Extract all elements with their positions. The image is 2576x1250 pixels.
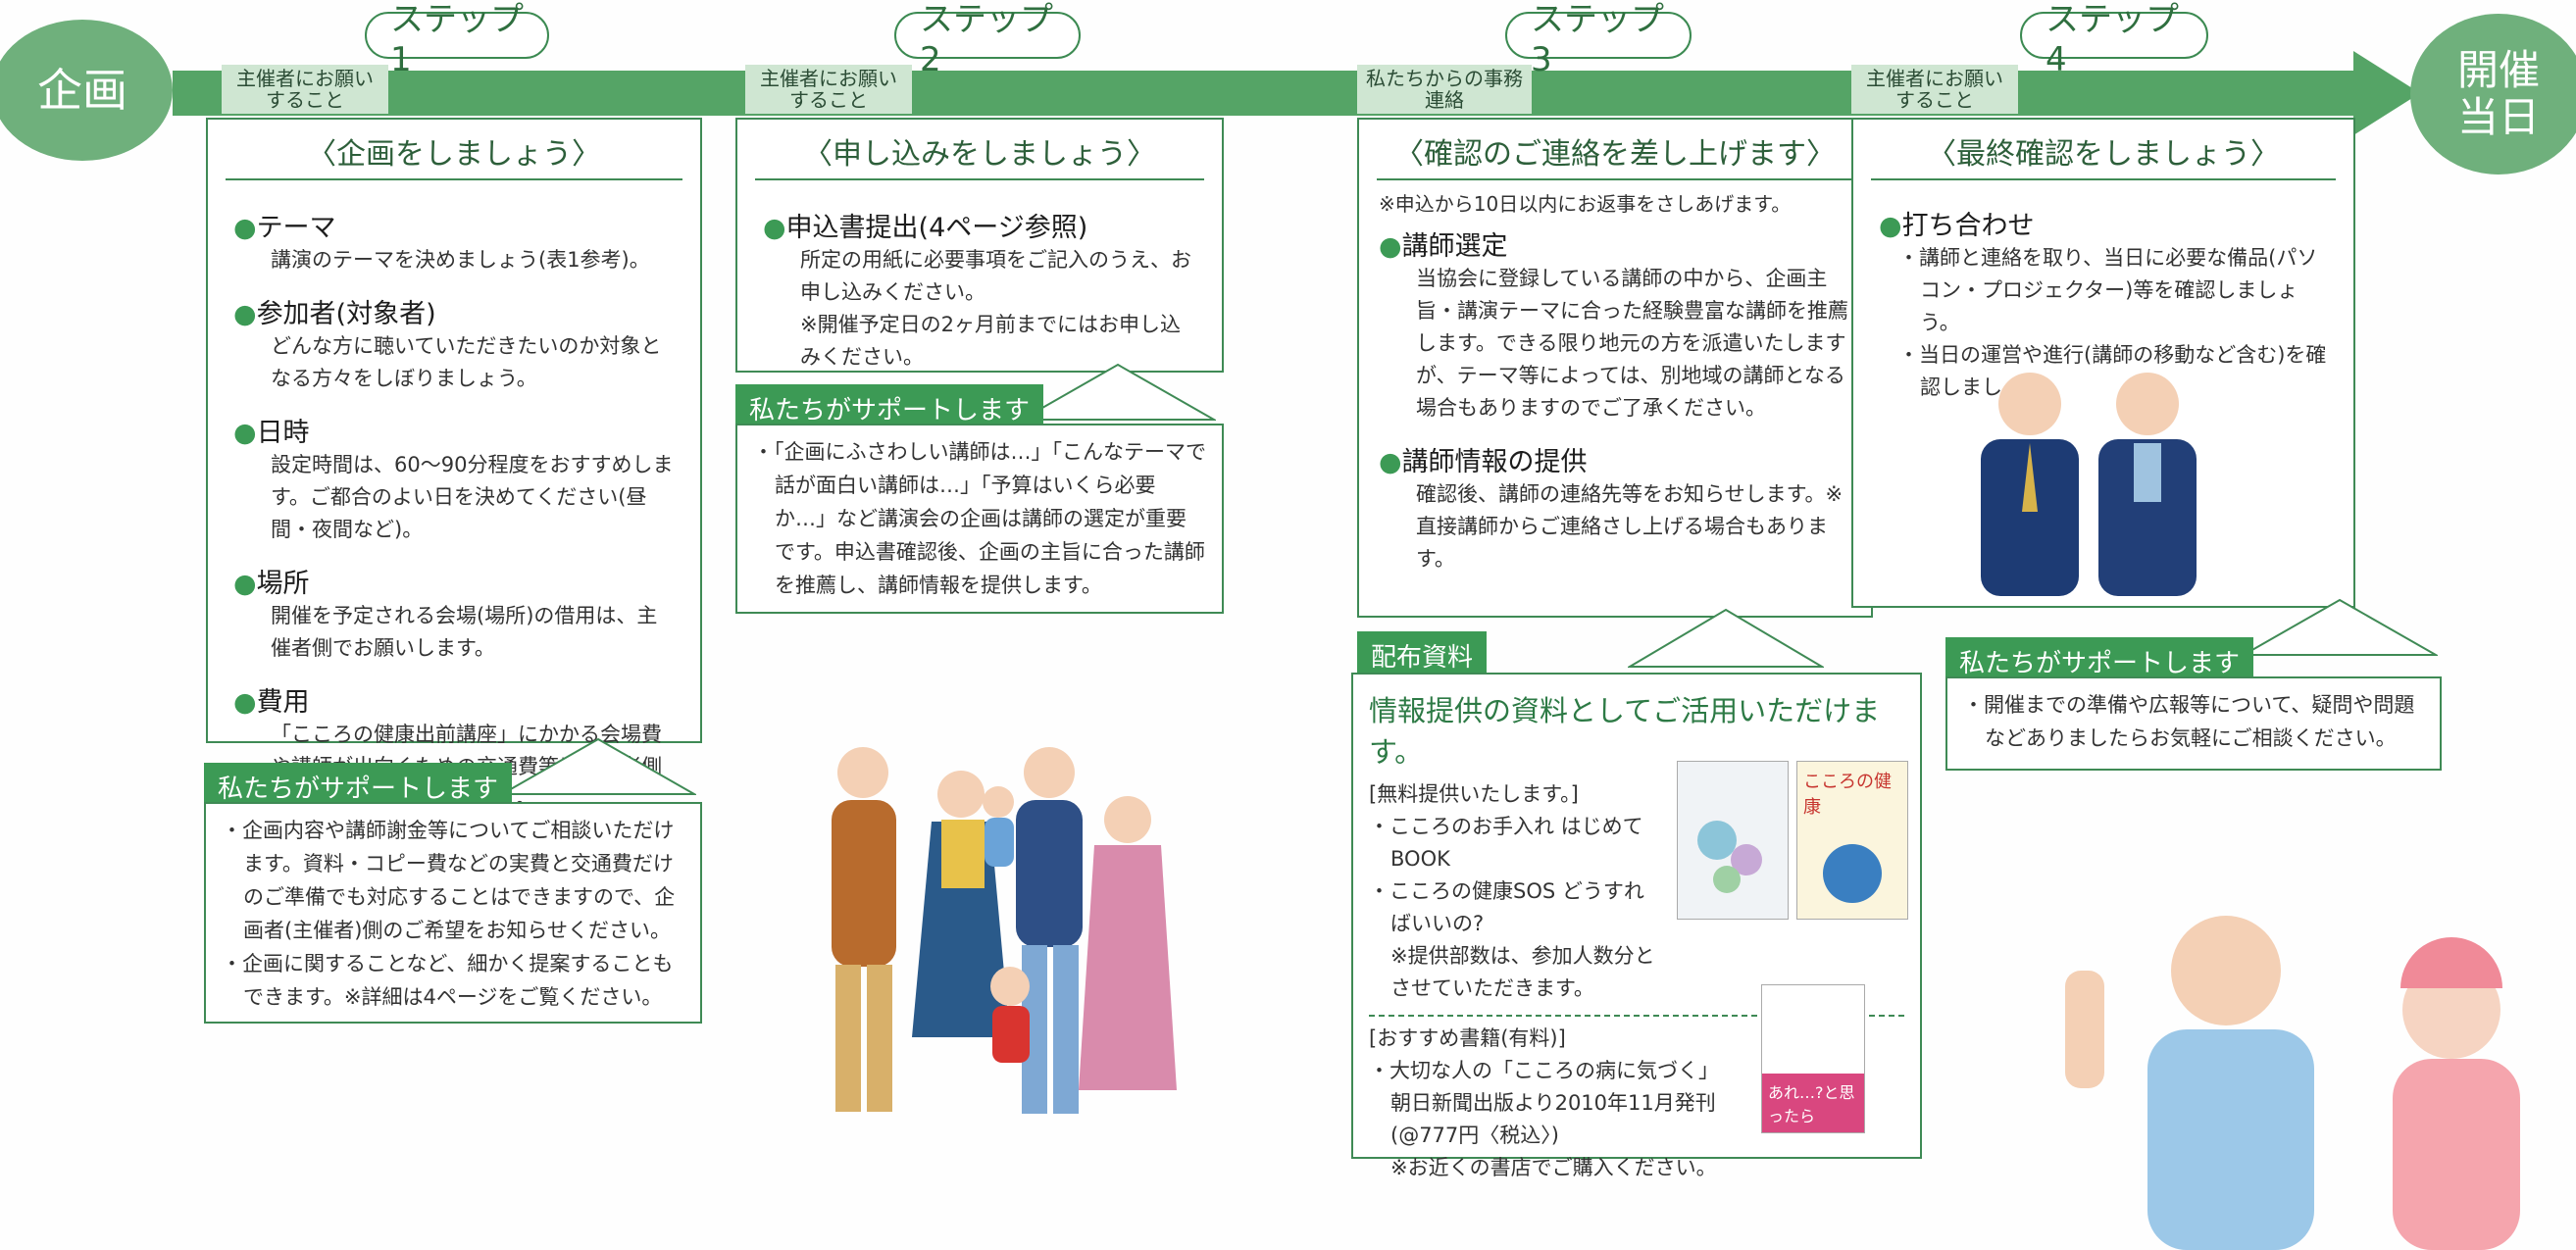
step4-tag: 主催者にお願いすること — [1851, 65, 2018, 114]
step4-pill: ステップ4 — [2020, 0, 2208, 79]
support-bullet: ・「企画にふさわしい講師は…」「こんなテーマで話が面白い講師は…」「予算はいくら… — [753, 440, 1206, 597]
step4-support-arrow — [2242, 598, 2438, 656]
free-item: ・こころのお手入れ はじめてBOOK — [1369, 815, 1643, 871]
step1-item-body: 講演のテーマを決めましょう(表1参考)。 — [271, 248, 650, 272]
step4-item-head: ●打ち合わせ — [1879, 211, 2035, 241]
family-illustration — [832, 747, 1177, 1114]
free-label: [無料提供いたします。] — [1369, 782, 1579, 806]
start-circle: 企画 — [0, 20, 173, 161]
step2-item-head: ●申込書提出(4ページ参照) — [763, 213, 1088, 243]
book-cover-2-title: こころの健康 — [1803, 772, 1892, 818]
book-item: ・大切な人の「こころの病に気づく」朝日新聞出版より2010年11月発刊(@777… — [1369, 1059, 1719, 1147]
step4-title: 〈最終確認をしましょう〉 — [1871, 129, 2336, 180]
step1-item-head: ●場所 — [233, 569, 310, 599]
support-bullet: ・開催までの準備や広報等について、疑問や問題などありましたらお気軽にご相談くださ… — [1963, 693, 2415, 750]
book-cover-3-title: あれ…?と思ったら — [1762, 1074, 1864, 1132]
step3-item-head: ●講師情報の提供 — [1379, 447, 1588, 477]
book-cover-1 — [1677, 761, 1789, 920]
book-note: ※お近くの書店でご購入ください。 — [1390, 1156, 1717, 1179]
step2-item-body: 所定の用紙に必要事項をご記入のうえ、お申し込みください。 — [800, 248, 1191, 304]
start-label: 企画 — [37, 63, 127, 117]
step1-item-body: 開催を予定される会場(場所)の借用は、主催者側でお願いします。 — [271, 604, 658, 660]
step4-support-box: ・開催までの準備や広報等について、疑問や問題などありましたらお気軽にご相談くださ… — [1945, 676, 2442, 771]
dist-header: 配布資料 — [1357, 631, 1488, 679]
step1-item-head: ●参加者(対象者) — [233, 299, 436, 329]
support-bullet: ・企画に関することなど、細かく提案することもできます。※詳細は4ページをご覧くだ… — [222, 952, 674, 1009]
step2-pill: ステップ2 — [894, 0, 1081, 79]
step1-item-head: ●日時 — [233, 418, 310, 448]
step3-tag: 私たちからの事務連絡 — [1357, 65, 1532, 114]
step3-title: 〈確認のご連絡を差し上げます〉 — [1377, 129, 1853, 180]
step1-item-head: ●費用 — [233, 687, 310, 718]
support-bullet: ・企画内容や講師謝金等についてご相談いただけます。資料・コピー費などの実費と交通… — [222, 819, 676, 942]
lecturers-illustration — [1981, 373, 2197, 596]
end-label: 開催当日 — [2456, 45, 2540, 141]
step4-box: 〈最終確認をしましょう〉 ●打ち合わせ ・講師と連絡を取り、当日に必要な備品(パ… — [1851, 118, 2355, 608]
step1-support-arrow — [500, 737, 696, 795]
step4-bullet: ・講師と連絡を取り、当日に必要な備品(パソコン・プロジェクター)等を確認しましょ… — [1898, 246, 2318, 334]
step2-title: 〈申し込みをしましょう〉 — [755, 129, 1204, 180]
step1-item-body: 設定時間は、60〜90分程度をおすすめします。ご都合のよい日を決めてください(昼… — [271, 453, 674, 541]
step1-box: 〈企画をしましょう〉 ●テーマ 講演のテーマを決めましょう(表1参考)。 ●参加… — [206, 118, 702, 811]
step1-tag: 主催者にお願いすること — [222, 65, 388, 114]
book-cover-2: こころの健康 — [1796, 761, 1908, 920]
book-label: [おすすめ書籍(有料)] — [1369, 1026, 1566, 1050]
step3-item-head: ●講師選定 — [1379, 231, 1508, 262]
step1-item-head: ●テーマ — [233, 213, 336, 243]
step2-box: 〈申し込みをしましょう〉 ●申込書提出(4ページ参照) 所定の用紙に必要事項をご… — [735, 118, 1224, 373]
book-cover-3: あれ…?と思ったら — [1761, 984, 1865, 1133]
step1-item-body: どんな方に聴いていただきたいのか対象となる方々をしぼりましょう。 — [271, 334, 662, 390]
step3-note: ※申込から10日以内にお返事をさしあげます。 — [1379, 192, 1792, 216]
step3-pill: ステップ3 — [1505, 0, 1692, 79]
step2-support-box: ・「企画にふさわしい講師は…」「こんなテーマで話が面白い講師は…」「予算はいくら… — [735, 424, 1224, 614]
step1-support-box: ・企画内容や講師謝金等についてご相談いただけます。資料・コピー費などの実費と交通… — [204, 802, 702, 1024]
step3-box: 〈確認のご連絡を差し上げます〉 ※申込から10日以内にお返事をさしあげます。 ●… — [1357, 118, 1873, 618]
step1-pill: ステップ1 — [365, 0, 549, 79]
flow-arrowhead — [2353, 51, 2420, 135]
step2-item-note: ※開催予定日の2ヶ月前までにはお申し込みください。 — [800, 313, 1181, 369]
step1-title: 〈企画をしましょう〉 — [226, 129, 682, 180]
step3-dist-arrow — [1628, 608, 1824, 668]
dist-title: 情報提供の資料としてご活用いただけます。 — [1369, 694, 1881, 769]
end-circle: 開催当日 — [2410, 14, 2576, 175]
step3-item-body: 当協会に登録している講師の中から、企画主旨・講演テーマに合った経験豊富な講師を推… — [1416, 267, 1848, 420]
staff-illustration — [2065, 916, 2520, 1250]
free-note: ※提供部数は、参加人数分とさせていただきます。 — [1390, 944, 1655, 1000]
free-item: ・こころの健康SOS どうすればいいの? — [1369, 879, 1644, 935]
step3-item-body: 確認後、講師の連絡先等をお知らせします。※直接講師からご連絡さし上げる場合もあり… — [1416, 482, 1844, 571]
step2-support-arrow — [1020, 363, 1216, 421]
step2-tag: 主催者にお願いすること — [745, 65, 912, 114]
dist-divider — [1369, 1015, 1904, 1017]
